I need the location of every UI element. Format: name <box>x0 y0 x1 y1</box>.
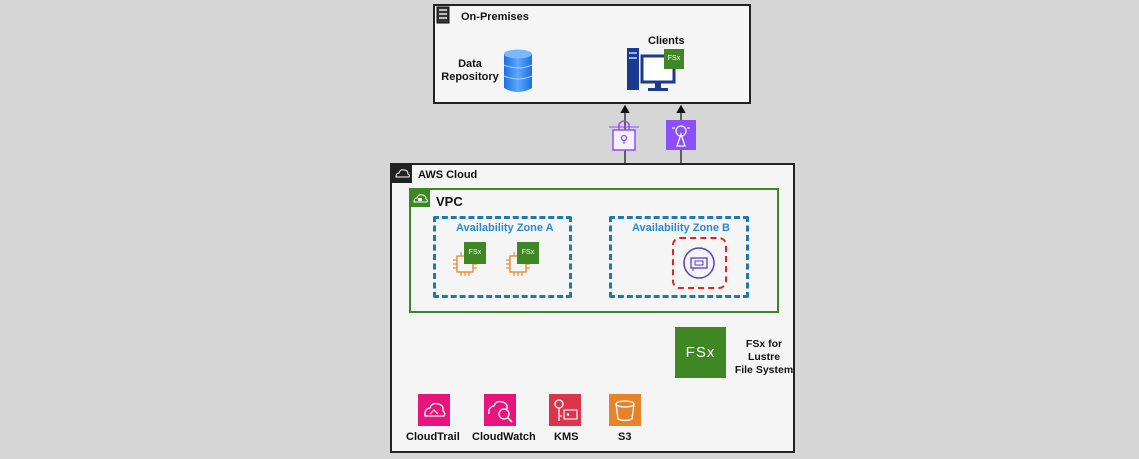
fsx-label-line2: Lustre <box>747 351 781 363</box>
fsx-client-badge-2: FSx <box>517 242 539 264</box>
database-icon <box>503 49 533 92</box>
cloudwatch-label: CloudWatch <box>472 431 536 443</box>
fsx-client-badge-1: FSx <box>464 242 486 264</box>
clients-fsx-badge: FSx <box>664 49 684 69</box>
fsx-label-line1: FSx for <box>745 338 783 350</box>
kms-icon <box>549 394 581 426</box>
clients-label: Clients <box>648 35 685 47</box>
network-interface-icon <box>683 247 715 279</box>
vpc-cloud-lock-icon <box>410 189 430 207</box>
eni-dashed-box <box>672 237 727 289</box>
data-repository-label: Data Repository <box>440 58 500 84</box>
fsx-lustre-label: FSx for Lustre File System <box>728 338 800 377</box>
availability-zone-a-box <box>433 216 572 298</box>
onprem-title: On-Premises <box>461 11 529 23</box>
cloud-icon <box>392 165 412 183</box>
s3-label: S3 <box>618 431 632 443</box>
server-icon <box>436 6 450 24</box>
s3-icon <box>609 394 641 426</box>
availability-zone-b-box <box>609 216 749 298</box>
direct-connect-icon <box>666 120 696 150</box>
vpc-title: VPC <box>436 194 463 209</box>
cloudtrail-label: CloudTrail <box>406 431 460 443</box>
aws-cloud-title: AWS Cloud <box>418 169 478 181</box>
fsx-lustre-icon: FSx <box>675 327 726 378</box>
onprem-box <box>433 4 751 104</box>
availability-zone-b-title: Availability Zone B <box>632 222 731 234</box>
aws-cloud-box <box>390 163 795 453</box>
data-repository-label-line2: Repository <box>441 71 499 83</box>
vpc-box <box>409 188 779 313</box>
kms-label: KMS <box>554 431 579 443</box>
cloudwatch-icon <box>484 394 516 426</box>
availability-zone-a-title: Availability Zone A <box>456 222 554 234</box>
site-to-site-vpn-icon <box>609 120 639 151</box>
fsx-label-line3: File System <box>734 364 794 376</box>
data-repository-label-line1: Data <box>458 58 482 70</box>
cloudtrail-icon <box>418 394 450 426</box>
